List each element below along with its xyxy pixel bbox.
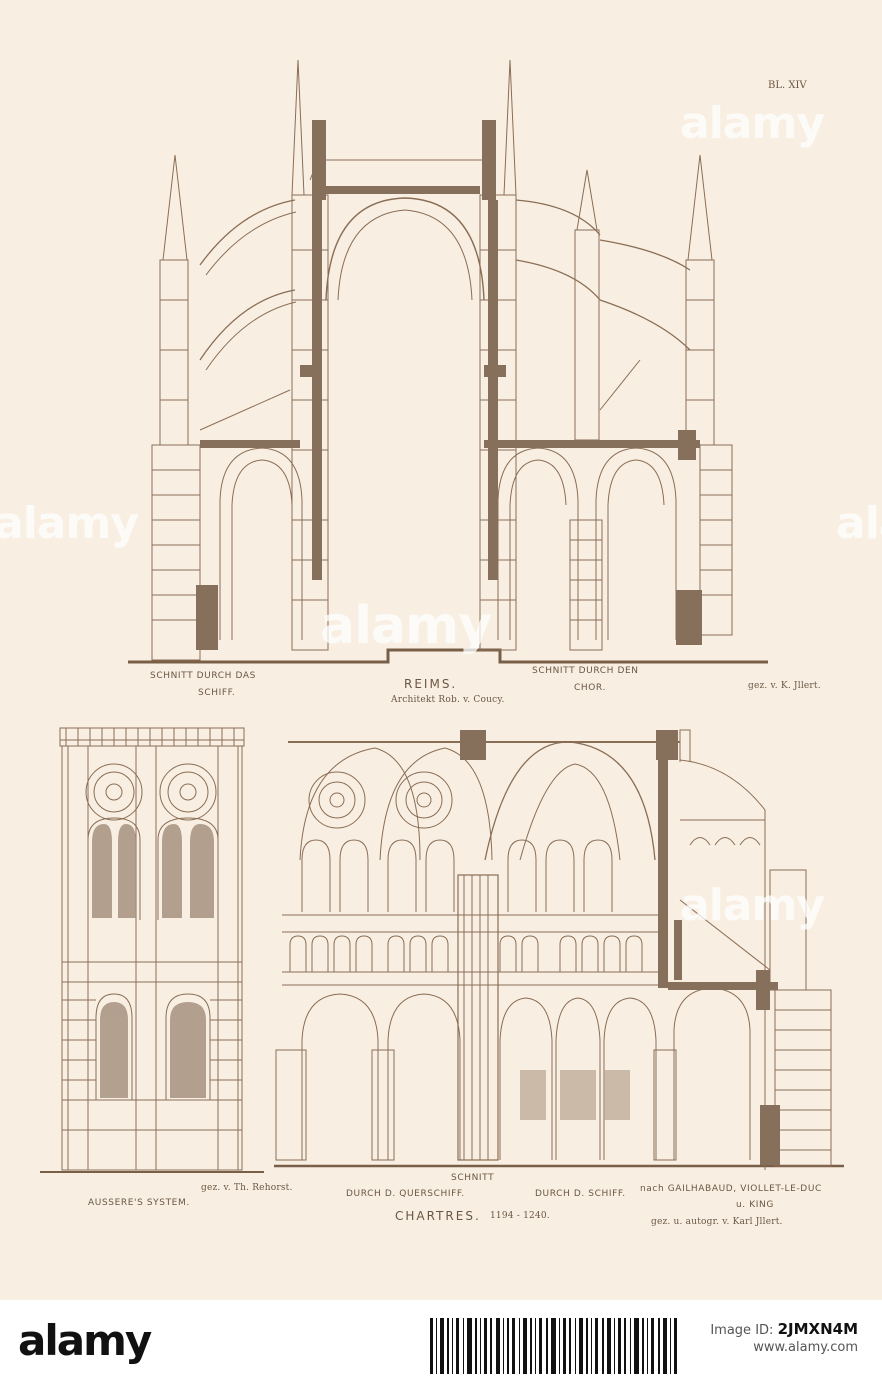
chartres-autograph: gez. u. autogr. v. Karl Jllert. [651, 1217, 783, 1227]
chartres-source-line2: u. KING [736, 1200, 774, 1210]
chartres-nave-label: DURCH D. SCHIFF. [535, 1189, 626, 1199]
alamy-logo: alamy [18, 1316, 152, 1365]
chartres-longitudinal-section-drawing [274, 729, 844, 1170]
reims-right-caption-line1: SCHNITT DURCH DEN [532, 666, 639, 676]
alamy-url[interactable]: www.alamy.com [753, 1340, 858, 1355]
watermark-top-right: alamy [680, 98, 825, 149]
reims-title: REIMS. [404, 677, 458, 691]
reims-drawn-by: gez. v. K. Jllert. [748, 681, 821, 691]
barcode-graphic [430, 1318, 677, 1374]
chartres-exterior-system-drawing [40, 727, 264, 1173]
reims-left-caption-line1: SCHNITT DURCH DAS [150, 671, 256, 681]
reims-left-caption-line2: SCHIFF. [198, 688, 236, 698]
chartres-exterior-caption: AUSSERE'S SYSTEM. [88, 1198, 190, 1208]
chartres-transept-label: DURCH D. QUERSCHIFF. [346, 1189, 465, 1199]
reims-architect: Architekt Rob. v. Coucy. [391, 695, 505, 705]
chartres-section-label: SCHNITT [451, 1173, 495, 1183]
image-id-block: Image ID: 2JMXN4M www.alamy.com [710, 1321, 858, 1356]
chartres-dates: 1194 - 1240. [490, 1211, 550, 1221]
chartres-title: CHARTRES. [395, 1209, 481, 1223]
reims-cross-section-drawing [128, 59, 768, 664]
watermark-right: alamy [836, 498, 882, 549]
watermark-left: alamy [0, 498, 139, 549]
watermark-center: alamy [320, 596, 492, 656]
chartres-exterior-drawn-by: gez. v. Th. Rehorst. [201, 1183, 293, 1193]
reims-right-caption-line2: CHOR. [574, 683, 606, 693]
sheet-number: BL. XIV [768, 80, 807, 91]
image-id-value: 2JMXN4M [777, 1320, 858, 1338]
chartres-source-line1: nach GAILHABAUD, VIOLLET-LE-DUC [640, 1184, 822, 1194]
watermark-lower-right: alamy [680, 880, 825, 931]
image-id-label: Image ID: [710, 1323, 774, 1338]
